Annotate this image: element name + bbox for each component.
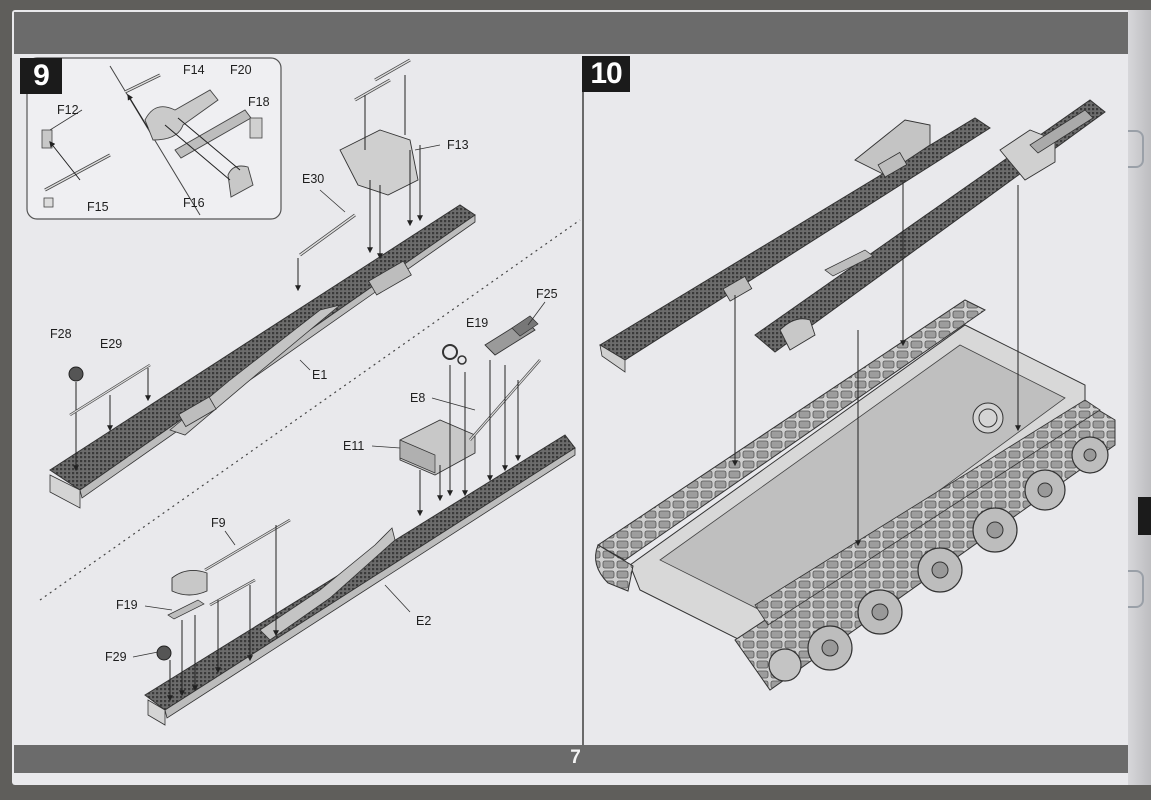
bottom-footer-band bbox=[14, 745, 1140, 773]
road-wheels bbox=[768, 436, 1109, 682]
booklet-spine bbox=[1128, 10, 1151, 785]
label-f14: F14 bbox=[183, 63, 205, 77]
label-e11: E11 bbox=[343, 439, 365, 453]
fender-e2 bbox=[132, 301, 576, 726]
label-f12: F12 bbox=[57, 103, 79, 117]
page-number: 7 bbox=[570, 747, 581, 768]
label-f18: F18 bbox=[248, 95, 270, 109]
label-e8: E8 bbox=[410, 391, 426, 405]
page-divider bbox=[582, 56, 584, 746]
step9-separator bbox=[39, 219, 581, 601]
label-e1: E1 bbox=[312, 368, 328, 382]
label-f20: F20 bbox=[230, 63, 252, 77]
step-10-badge: 10 bbox=[582, 56, 630, 92]
step10-assembly bbox=[595, 99, 1116, 691]
label-e29: E29 bbox=[100, 337, 123, 351]
top-header-band bbox=[14, 12, 1140, 54]
staple-top bbox=[1128, 130, 1144, 168]
label-f19: F19 bbox=[116, 598, 138, 612]
fender-e1 bbox=[49, 58, 476, 509]
edge-index-tab bbox=[1138, 497, 1151, 535]
label-e19: E19 bbox=[466, 316, 489, 330]
label-f15: F15 bbox=[87, 200, 109, 214]
label-f9: F9 bbox=[211, 516, 226, 530]
label-f13: F13 bbox=[447, 138, 469, 152]
step9-inset bbox=[26, 57, 282, 220]
label-f25: F25 bbox=[536, 287, 558, 301]
label-f16: F16 bbox=[183, 196, 205, 210]
label-f28: F28 bbox=[50, 327, 72, 341]
step-9-badge: 9 bbox=[20, 58, 62, 94]
label-e2: E2 bbox=[416, 614, 432, 628]
staple-bottom bbox=[1128, 570, 1144, 608]
label-f29: F29 bbox=[105, 650, 127, 664]
label-e30: E30 bbox=[302, 172, 325, 186]
